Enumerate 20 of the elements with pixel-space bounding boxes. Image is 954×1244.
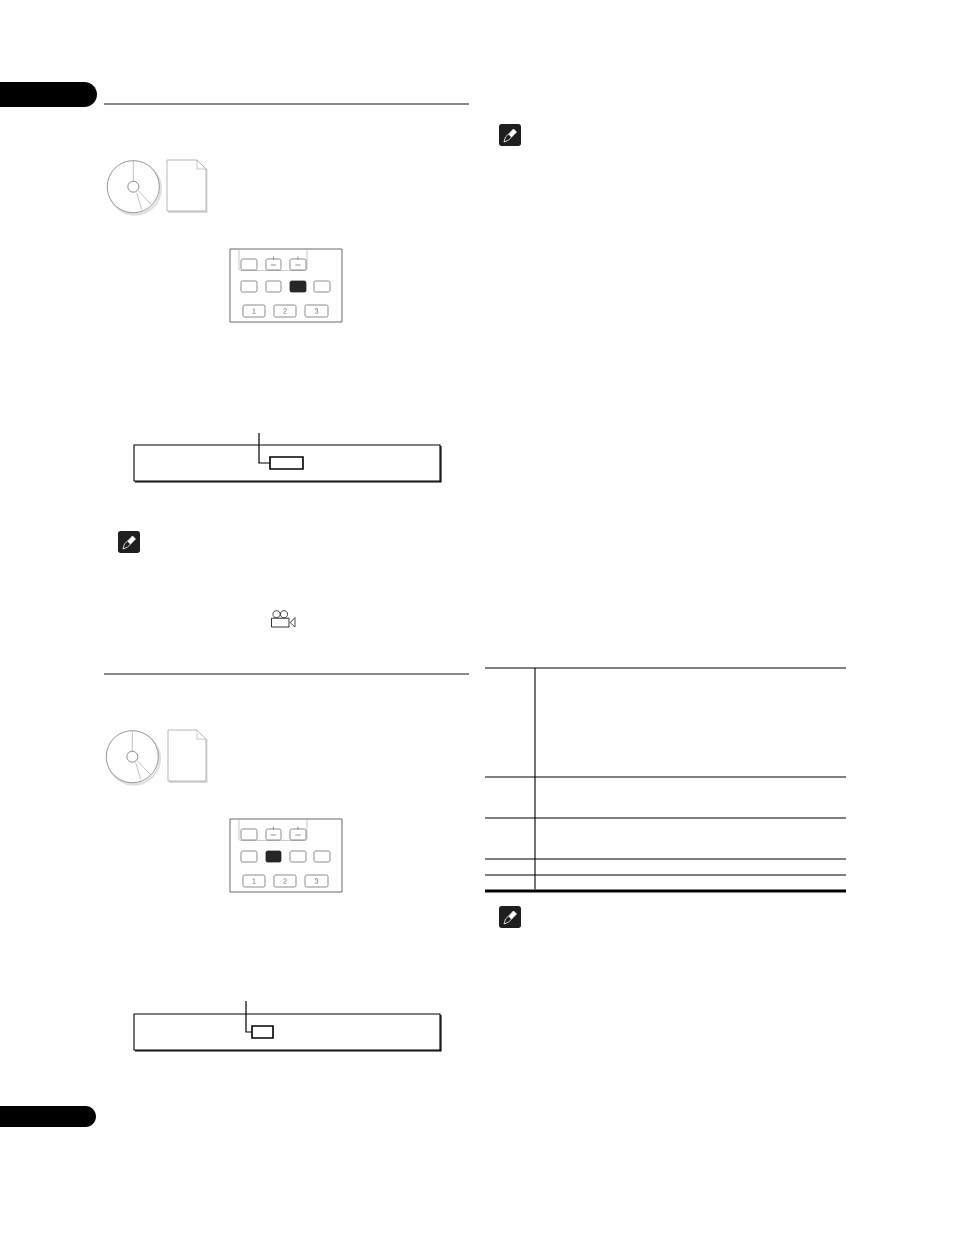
remote-button	[240, 280, 258, 293]
remote-button	[265, 280, 282, 293]
remote-button	[313, 850, 331, 863]
display-indicator	[251, 1025, 274, 1039]
leader-line	[245, 1000, 253, 1033]
display-indicator	[269, 456, 304, 470]
remote-button	[289, 828, 307, 841]
remote-button	[289, 850, 307, 863]
remote-button	[240, 850, 258, 863]
remote-button	[240, 258, 258, 271]
display-panel	[133, 1013, 442, 1052]
remote-button	[289, 258, 307, 271]
remote-button	[289, 280, 307, 293]
remote-button	[313, 280, 331, 293]
display-panel	[133, 444, 442, 483]
leader-line	[258, 432, 271, 464]
remote-button	[265, 828, 282, 841]
remote-button	[265, 258, 282, 271]
remote-button	[265, 850, 282, 863]
remote-button	[240, 828, 258, 841]
